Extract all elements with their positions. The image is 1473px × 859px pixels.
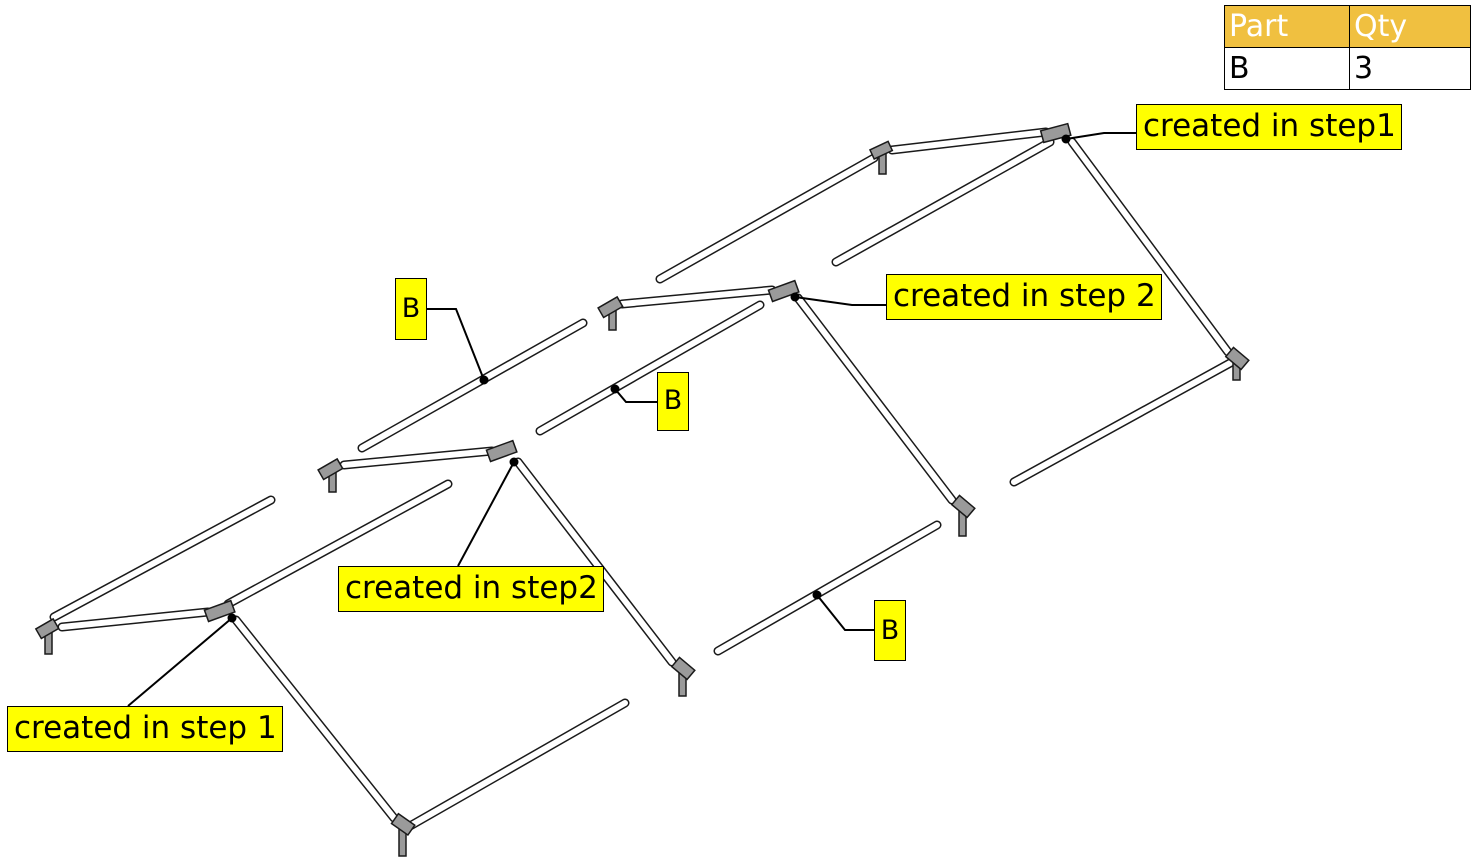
leader-step1-front	[127, 617, 233, 707]
leader-b-lower	[816, 594, 874, 631]
leader-step1-top	[1065, 132, 1136, 140]
callout-b-middle: B	[657, 372, 689, 431]
joint-connector	[34, 617, 60, 655]
leader-dot	[509, 457, 519, 467]
leader-step2-front	[457, 461, 515, 567]
leader-dot	[227, 613, 237, 623]
joint-connector	[1039, 122, 1072, 144]
parts-table-header-row: Part Qty	[1224, 5, 1471, 48]
parts-table: Part Qty B 3	[1224, 5, 1471, 90]
leader-dot	[479, 375, 489, 385]
callout-step2-front: created in step2	[338, 566, 604, 612]
header-qty: Qty	[1349, 5, 1471, 48]
callout-b-lower: B	[874, 600, 906, 661]
joint-connector	[485, 439, 518, 463]
joint-connector	[390, 812, 416, 857]
table-row: B 3	[1224, 47, 1471, 90]
leader-lines	[127, 132, 1136, 707]
leader-dot	[1061, 134, 1071, 144]
callout-step1-top: created in step1	[1136, 104, 1402, 150]
frame-tubes	[49, 127, 1237, 831]
joint-connector	[868, 140, 894, 175]
leader-b-middle	[614, 388, 658, 403]
header-part: Part	[1224, 5, 1350, 48]
leader-step2-mid	[794, 296, 886, 306]
leader-dot	[790, 292, 800, 302]
joint-connector	[597, 295, 624, 331]
joint-connector	[317, 457, 344, 493]
callout-step2-mid: created in step 2	[886, 274, 1162, 320]
callout-b-upper: B	[395, 278, 427, 340]
leader-dot	[812, 590, 822, 600]
joint-connector	[670, 656, 696, 697]
joint-connector	[950, 494, 976, 537]
cell-part: B	[1224, 47, 1350, 90]
connector-joints	[34, 122, 1250, 857]
joint-connector	[767, 279, 800, 303]
joint-connector	[1224, 346, 1250, 381]
callout-step1-front: created in step 1	[7, 706, 283, 752]
cell-qty: 3	[1349, 47, 1471, 90]
joint-connector	[203, 599, 236, 623]
leader-b-upper	[426, 308, 485, 381]
leader-dot	[610, 384, 620, 394]
